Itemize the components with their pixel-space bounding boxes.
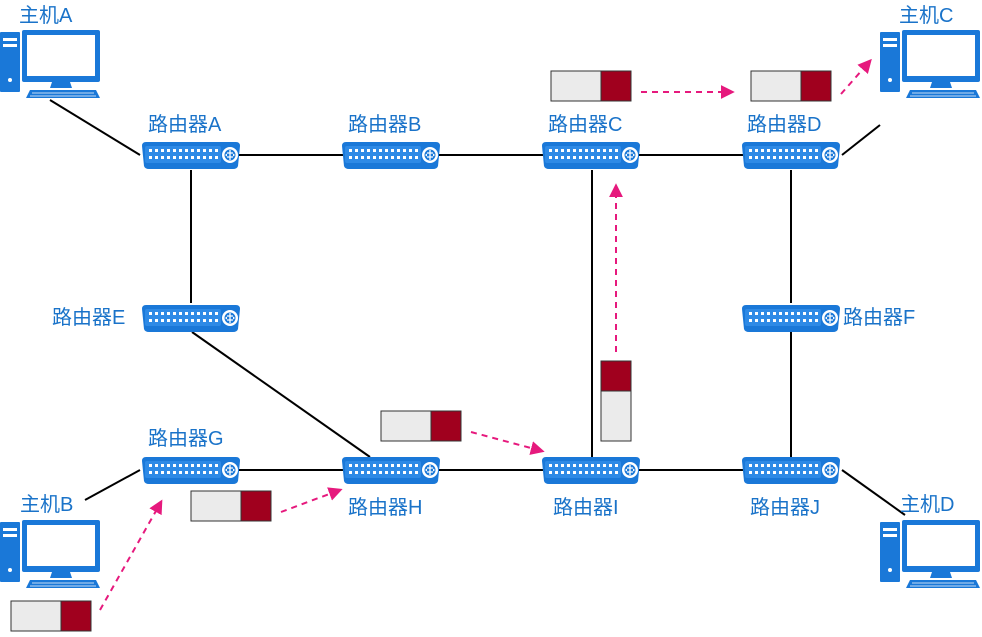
router-icon-A (141, 141, 241, 170)
router-label-G: 路由器G (148, 428, 224, 450)
packet-move-arrow-3 (470, 431, 545, 455)
link-router-G-host-B (84, 469, 141, 501)
device-layer (0, 30, 980, 589)
link-layer (49, 99, 906, 516)
packet-move-arrow-6 (840, 58, 872, 95)
router-icon-D (741, 141, 841, 170)
router-icon-E (141, 304, 241, 333)
router-label-C: 路由器C (548, 114, 623, 136)
packet-move-arrow-2 (280, 487, 343, 513)
host-computer-icon-C (880, 30, 980, 99)
router-label-I: 路由器I (553, 497, 619, 519)
host-computer-icon-D (880, 520, 980, 589)
router-label-E: 路由器E (52, 307, 126, 329)
link-router-D-host-C (841, 124, 881, 156)
router-label-D: 路由器D (747, 114, 822, 136)
host-label-B: 主机B (20, 494, 74, 516)
packet-router-C (550, 70, 632, 102)
host-label-A: 主机A (19, 5, 73, 27)
router-icon-C (541, 141, 641, 170)
router-icon-H (341, 456, 441, 485)
router-icon-J (741, 456, 841, 485)
packet-router-D (750, 70, 832, 102)
packet-router-H (380, 410, 462, 442)
router-label-A: 路由器A (148, 114, 222, 136)
host-computer-icon-B (0, 520, 100, 589)
packet-layer (10, 70, 832, 632)
link-router-J-host-D (841, 469, 906, 516)
host-label-D: 主机D (900, 494, 955, 516)
router-icon-G (141, 456, 241, 485)
packet-host-B (10, 600, 92, 632)
link-router-E-router-H (191, 331, 371, 458)
host-computer-icon-A (0, 30, 100, 99)
router-label-F: 路由器F (843, 307, 916, 329)
router-icon-B (341, 141, 441, 170)
router-label-J: 路由器J (750, 497, 820, 519)
link-host-A-router-A (49, 99, 141, 156)
arrow-layer (99, 58, 872, 611)
router-icon-I (541, 456, 641, 485)
host-label-C: 主机C (899, 5, 954, 27)
packet-move-arrow-1 (99, 499, 163, 611)
router-label-H: 路由器H (348, 497, 423, 519)
packet-router-I (600, 360, 632, 442)
router-label-B: 路由器B (348, 114, 422, 136)
router-icon-F (741, 304, 841, 333)
packet-router-G (190, 490, 272, 522)
